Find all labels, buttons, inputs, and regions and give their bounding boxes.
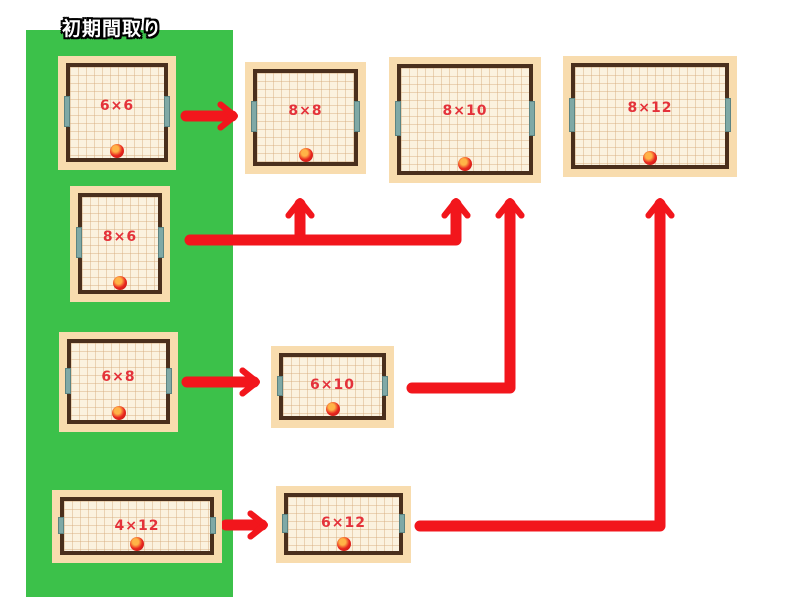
ball-icon <box>458 157 472 171</box>
ball-icon <box>643 151 657 165</box>
room-size-label: 8×12 <box>627 100 673 117</box>
room-size-label: 6×6 <box>99 97 135 114</box>
ball-icon <box>113 276 127 290</box>
ball-icon <box>111 406 126 420</box>
room-size-label: 8×8 <box>288 103 323 120</box>
room-6x12: 6×12 <box>276 486 411 563</box>
room-6x8: 6×8 <box>59 332 178 432</box>
ball-icon <box>336 537 351 551</box>
arrow-6x12-to-8x12 <box>414 204 660 532</box>
ball-icon <box>298 148 313 162</box>
room-size-label: 6×8 <box>101 369 136 386</box>
ball-icon <box>325 402 340 416</box>
room-8x6: 8×6 <box>70 186 170 302</box>
room-size-label: 8×6 <box>102 228 138 245</box>
ball-icon <box>130 537 144 551</box>
room-8x12: 8×12 <box>563 56 737 177</box>
panel-title: 初期間取り <box>62 18 163 40</box>
room-6x10: 6×10 <box>271 346 394 428</box>
room-size-label: 8×10 <box>442 103 488 120</box>
room-8x10: 8×10 <box>389 57 541 183</box>
room-4x12: 4×12 <box>52 490 222 563</box>
room-6x6: 6×6 <box>58 56 176 170</box>
room-size-label: 6×12 <box>321 515 366 532</box>
room-size-label: 6×10 <box>310 377 355 394</box>
arrow-6x10-to-8x10 <box>406 204 510 394</box>
ball-icon <box>110 144 124 158</box>
room-size-label: 4×12 <box>114 518 160 534</box>
room-8x8: 8×8 <box>245 62 366 174</box>
arrow-8x6-to-8x10 <box>184 204 456 246</box>
